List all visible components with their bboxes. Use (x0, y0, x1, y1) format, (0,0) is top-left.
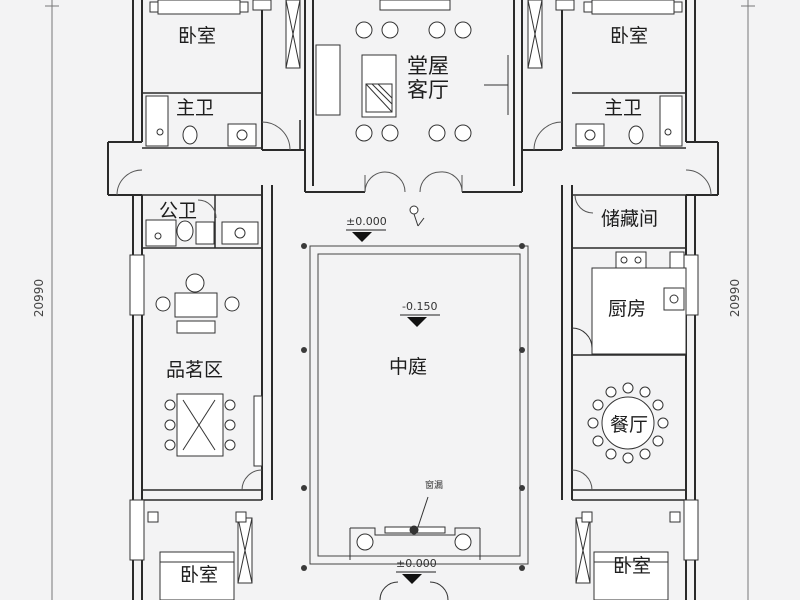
label-kitchen: 厨房 (608, 298, 647, 320)
bed-tr (583, 0, 683, 15)
dimension-left: 20990 (32, 278, 47, 318)
tea-furniture (155, 273, 263, 467)
courtyard (309, 245, 529, 565)
person-figure (409, 205, 425, 227)
public-bath-fixtures (145, 219, 259, 247)
dining-table (587, 382, 669, 464)
label-courtyard: 中庭 (389, 356, 428, 378)
master-bath-l-fixtures (145, 95, 257, 147)
master-bath-r-fixtures (575, 95, 683, 147)
level-markers (352, 232, 427, 584)
columns (301, 243, 525, 571)
label-bedroom-br: 卧室 (613, 555, 652, 577)
label-window: 窗漏 (425, 481, 444, 491)
level-label-courtyard: -0.150 (402, 300, 438, 313)
bed-bl (147, 511, 247, 600)
label-master-bath-l: 主卫 (176, 97, 215, 119)
hall-entry-doors (364, 171, 463, 193)
dimension-right: 20990 (728, 278, 743, 318)
label-dining: 餐厅 (610, 414, 649, 436)
label-bedroom-tr: 卧室 (610, 25, 649, 47)
level-label-bottom: ±0.000 (396, 557, 437, 570)
label-public-bath: 公卫 (159, 200, 198, 222)
label-bedroom-bl: 卧室 (180, 564, 219, 586)
label-tea-area: 品茗区 (166, 359, 224, 381)
bed-tl (149, 0, 249, 15)
hall-furniture (315, 0, 509, 142)
level-marker-lines (346, 229, 440, 573)
kitchen-fixtures (571, 251, 687, 355)
dimension-lines (45, 0, 755, 600)
bottom-entry (349, 496, 481, 600)
label-main-hall: 堂屋 客厅 (407, 54, 449, 103)
label-storage: 储藏间 (601, 208, 659, 230)
level-label-top: ±0.000 (346, 215, 387, 228)
left-partitions (142, 92, 301, 501)
windows (129, 0, 699, 584)
label-master-bath-r: 主卫 (604, 97, 643, 119)
right-partitions (572, 92, 686, 501)
bed-br (581, 511, 681, 600)
door-swings (116, 121, 712, 491)
label-bedroom-tl: 卧室 (178, 25, 217, 47)
